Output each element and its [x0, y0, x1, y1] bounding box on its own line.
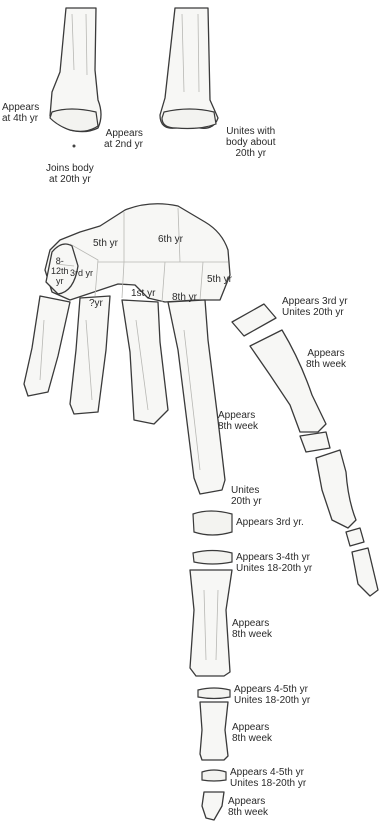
hamate-label: ?yr: [89, 298, 103, 309]
index-head-epiphysis-label: Appears 3rd yr.: [236, 517, 304, 528]
lunate-label: 5th yr: [93, 238, 118, 249]
capitate-label: 1st yr: [131, 288, 155, 299]
scaphoid-label: 6th yr: [158, 234, 183, 245]
index-finger-bones: [190, 511, 232, 820]
trapezium-label: 5th yr: [207, 274, 232, 285]
triquetral-label: 3rd yr: [70, 268, 93, 278]
metacarpals: [24, 296, 225, 494]
trapezoid-label: 8th yr: [172, 292, 197, 303]
radius-lower-end: [50, 8, 101, 148]
ulna-lower-end: [160, 8, 218, 129]
